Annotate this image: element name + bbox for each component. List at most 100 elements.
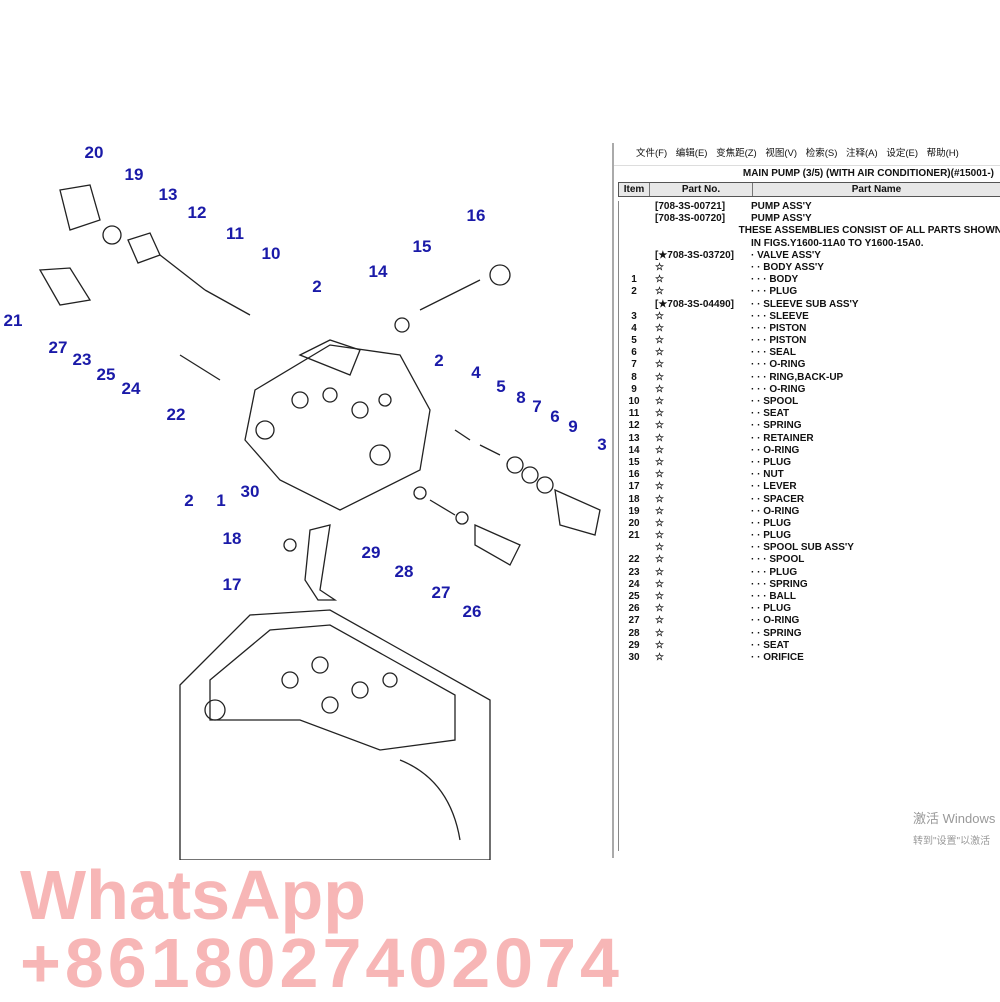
table-row[interactable]: 30☆· · ORIFICE — [619, 652, 1000, 664]
menu-help[interactable]: 帮助(H) — [927, 148, 959, 159]
part-name-cell: · · · PISTON — [751, 323, 1000, 335]
part-name-cell: · · SEAT — [751, 408, 1000, 420]
table-row[interactable]: 5☆· · · PISTON — [619, 335, 1000, 347]
table-row[interactable]: [★708-3S-03720]· VALVE ASS'Y — [619, 250, 1000, 262]
table-row[interactable]: 14☆· · O-RING — [619, 445, 1000, 457]
table-row[interactable]: 6☆· · · SEAL — [619, 347, 1000, 359]
table-row[interactable]: [708-3S-00721]PUMP ASS'Y — [619, 201, 1000, 213]
windows-activation-hint: 转到"设置"以激活 — [913, 832, 990, 847]
part-name-cell: · · RETAINER — [751, 433, 1000, 445]
menu-file[interactable]: 文件(F) — [636, 148, 667, 159]
item-cell — [619, 299, 649, 311]
menu-view[interactable]: 视图(V) — [765, 148, 797, 159]
callout-label: 12 — [188, 203, 207, 223]
part-no-cell: ☆ — [649, 628, 751, 640]
table-row[interactable]: 21☆· · PLUG — [619, 530, 1000, 542]
table-row[interactable]: 13☆· · RETAINER — [619, 433, 1000, 445]
part-name-cell: · · · SPRING — [751, 579, 1000, 591]
table-row[interactable]: 20☆· · PLUG — [619, 518, 1000, 530]
column-header-item[interactable]: Item — [619, 183, 650, 196]
part-name-cell: · VALVE ASS'Y — [751, 250, 1000, 262]
table-row[interactable]: 27☆· · O-RING — [619, 615, 1000, 627]
item-cell — [619, 213, 649, 225]
table-row[interactable]: 24☆· · · SPRING — [619, 579, 1000, 591]
table-row[interactable]: ☆· · BODY ASS'Y — [619, 262, 1000, 274]
callout-label: 26 — [463, 602, 482, 622]
menu-search[interactable]: 检索(S) — [806, 148, 838, 159]
table-row[interactable]: 25☆· · · BALL — [619, 591, 1000, 603]
part-no-cell: ☆ — [649, 542, 751, 554]
table-row[interactable]: 16☆· · NUT — [619, 469, 1000, 481]
valve-body — [245, 340, 430, 510]
part-name-cell: · · · SEAL — [751, 347, 1000, 359]
item-cell: 4 — [619, 323, 649, 335]
item-cell — [619, 250, 649, 262]
callout-label: 1 — [216, 491, 225, 511]
item-cell: 24 — [619, 579, 649, 591]
item-cell — [619, 542, 649, 554]
table-row[interactable]: 17☆· · LEVER — [619, 481, 1000, 493]
menu-zoom[interactable]: 变焦距(Z) — [716, 148, 757, 159]
item-cell — [619, 225, 646, 237]
item-cell: 28 — [619, 628, 649, 640]
table-row[interactable]: 10☆· · SPOOL — [619, 396, 1000, 408]
part-name-cell: · · · O-RING — [751, 359, 1000, 371]
diagram-drawing — [0, 140, 610, 860]
table-row[interactable]: [★708-3S-04490]· · SLEEVE SUB ASS'Y — [619, 299, 1000, 311]
item-cell: 10 — [619, 396, 649, 408]
callout-label: 2 — [434, 351, 443, 371]
table-row[interactable]: 19☆· · O-RING — [619, 506, 1000, 518]
callout-label: 27 — [432, 583, 451, 603]
table-row[interactable]: 1☆· · · BODY — [619, 274, 1000, 286]
table-row[interactable]: 29☆· · SEAT — [619, 640, 1000, 652]
table-row[interactable]: THESE ASSEMBLIES CONSIST OF ALL PARTS SH… — [619, 225, 1000, 237]
part-no-cell: ☆ — [649, 506, 751, 518]
callout-label: 24 — [122, 379, 141, 399]
table-row[interactable]: [708-3S-00720]PUMP ASS'Y — [619, 213, 1000, 225]
table-row[interactable]: 12☆· · SPRING — [619, 420, 1000, 432]
watermark-line2: +8618027402074 — [20, 928, 623, 998]
table-row[interactable]: 28☆· · SPRING — [619, 628, 1000, 640]
item-cell: 21 — [619, 530, 649, 542]
menu-settings[interactable]: 设定(E) — [886, 148, 918, 159]
menu-edit[interactable]: 编辑(E) — [676, 148, 708, 159]
part-no-cell: ☆ — [649, 481, 751, 493]
callout-label: 29 — [362, 543, 381, 563]
item-cell: 18 — [619, 494, 649, 506]
table-row[interactable]: 11☆· · SEAT — [619, 408, 1000, 420]
column-header-part-no[interactable]: Part No. — [650, 183, 753, 196]
part-name-cell: · · O-RING — [751, 506, 1000, 518]
page-title: MAIN PUMP (3/5) (WITH AIR CONDITIONER)(#… — [614, 166, 1000, 182]
table-row[interactable]: 9☆· · · O-RING — [619, 384, 1000, 396]
item-cell: 17 — [619, 481, 649, 493]
part-name-cell: · · BODY ASS'Y — [751, 262, 1000, 274]
table-row[interactable]: 26☆· · PLUG — [619, 603, 1000, 615]
part-no-cell: ☆ — [649, 518, 751, 530]
menu-annotate[interactable]: 注释(A) — [846, 148, 878, 159]
table-row[interactable]: 2☆· · · PLUG — [619, 286, 1000, 298]
table-row[interactable]: 23☆· · · PLUG — [619, 567, 1000, 579]
table-row[interactable]: IN FIGS.Y1600-11A0 TO Y1600-15A0. — [619, 238, 1000, 250]
table-row[interactable]: 18☆· · SPACER — [619, 494, 1000, 506]
table-row[interactable]: 4☆· · · PISTON — [619, 323, 1000, 335]
table-row[interactable]: ☆· · SPOOL SUB ASS'Y — [619, 542, 1000, 554]
callout-label: 21 — [4, 311, 23, 331]
table-row[interactable]: 7☆· · · O-RING — [619, 359, 1000, 371]
part-name-cell: · · SPRING — [751, 628, 1000, 640]
part-no-cell: [708-3S-00720] — [649, 213, 751, 225]
callout-label: 6 — [550, 407, 559, 427]
table-row[interactable]: 22☆· · · SPOOL — [619, 554, 1000, 566]
column-header-part-name[interactable]: Part Name — [753, 183, 1000, 196]
part-name-cell: · · SPOOL — [751, 396, 1000, 408]
callout-label: 5 — [496, 377, 505, 397]
callout-label: 18 — [223, 529, 242, 549]
table-row[interactable]: 15☆· · PLUG — [619, 457, 1000, 469]
part-name-cell: · · O-RING — [751, 615, 1000, 627]
table-row[interactable]: 3☆· · · SLEEVE — [619, 311, 1000, 323]
part-no-cell: ☆ — [649, 591, 751, 603]
part-no-cell: ☆ — [649, 640, 751, 652]
item-cell: 7 — [619, 359, 649, 371]
part-name-cell: · · · PLUG — [751, 567, 1000, 579]
item-cell: 14 — [619, 445, 649, 457]
table-row[interactable]: 8☆· · · RING,BACK-UP — [619, 372, 1000, 384]
